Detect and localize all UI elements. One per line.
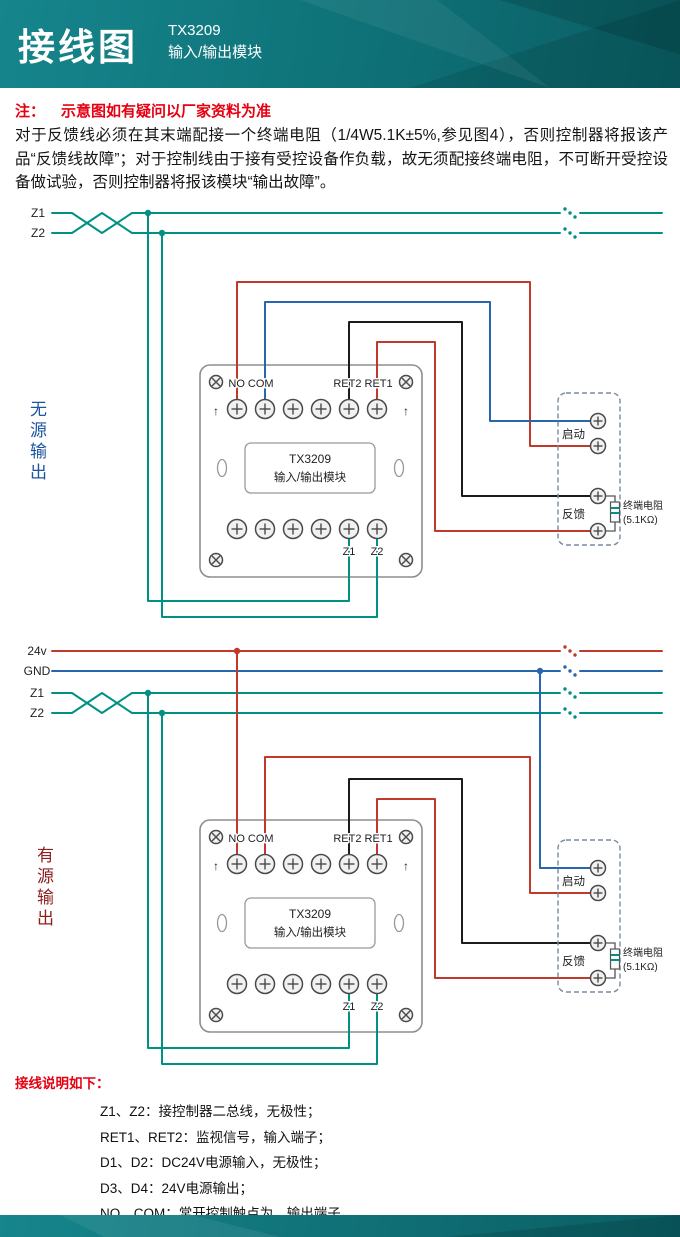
note-text: 示意图如有疑问以厂家资料为准 (61, 103, 272, 120)
device-connector: 启动 反馈 终端电阻 (5.1KΩ) (557, 839, 663, 993)
wire-ret2 (348, 321, 591, 497)
model-number: TX3209 (168, 22, 221, 39)
terminal-resistor (606, 495, 621, 532)
resistor-name-label: 终端电阻 (623, 499, 663, 512)
module-model-label: TX3209 (289, 907, 331, 921)
header-banner: 接线图 TX3209 输入/输出模块 (0, 0, 680, 88)
arrow-up-icon: ↑ (213, 859, 219, 873)
wiring-note-item: D1、D2：DC24V电源输入，无极性； (100, 1155, 327, 1170)
page-title: 接线图 (18, 27, 138, 68)
diagram-active-output: 24v GND Z1 Z2 (24, 644, 663, 1065)
resistor-value-label: (5.1KΩ) (623, 962, 658, 973)
io-module-terminals: NO COM RET2 RET1 Z1 Z2 (226, 832, 394, 1015)
mounting-hole (393, 913, 405, 933)
bus-line-z1 (51, 692, 663, 714)
bus-wires (147, 650, 591, 1065)
module-type-label: 输入/输出模块 (274, 470, 347, 484)
bus-label-24v: 24v (27, 644, 46, 658)
wire-ret2 (348, 778, 591, 944)
wire-com (264, 756, 591, 894)
wiring-notes-title: 接线说明如下： (15, 1076, 110, 1091)
control-wires (264, 756, 591, 979)
intro-paragraph: 对于反馈线必须在其末端配接一个终端电阻（1/4W5.1K±5%,参见图4），否则… (15, 127, 668, 191)
footer-bar (0, 1215, 680, 1237)
start-label: 启动 (562, 428, 585, 441)
terminal-label-no-com: NO COM (228, 833, 273, 845)
module-model-label: TX3209 (289, 452, 331, 466)
mounting-hole (216, 458, 228, 478)
bus-lines-active: 24v GND Z1 Z2 (24, 644, 663, 720)
terminal-label-ret: RET2 RET1 (333, 378, 392, 390)
bus-line-z1 (51, 212, 663, 234)
wiring-notes: 接线说明如下： Z1、Z2：接控制器二总线，无极性； RET1、RET2：监视信… (15, 1072, 670, 1227)
wire-ret1 (376, 341, 591, 532)
section-label-passive-output: 无源输出 (27, 400, 46, 484)
bus-label-gnd: GND (24, 664, 51, 678)
control-wires (236, 281, 591, 532)
line-break-marks (563, 207, 577, 239)
note-prefix: 注： (15, 103, 46, 120)
io-module-terminals: NO COM RET2 RET1 Z1 Z2 (226, 377, 394, 560)
bus-wires (147, 212, 378, 618)
wire-com (264, 301, 591, 422)
terminal-label-z1: Z1 (343, 546, 356, 558)
wiring-note-item: RET1、RET2：监视信号，输入端子； (100, 1129, 332, 1145)
mounting-hole (216, 913, 228, 933)
terminal-label-ret: RET2 RET1 (333, 833, 392, 845)
terminal-label-z2: Z2 (371, 546, 384, 558)
wire-z1 (147, 212, 350, 602)
start-label: 启动 (562, 875, 585, 888)
arrow-up-icon: ↑ (403, 859, 409, 873)
module-type-label: 输入/输出模块 (274, 925, 347, 939)
terminal-label-no-com: NO COM (228, 378, 273, 390)
footer-decoration (446, 1215, 680, 1237)
wire-z2 (161, 712, 378, 1065)
feedback-label: 反馈 (562, 955, 585, 968)
wire-gnd (539, 670, 591, 869)
mounting-hole (393, 458, 405, 478)
arrow-up-icon: ↑ (213, 404, 219, 418)
wiring-note-item: Z1、Z2：接控制器二总线，无极性； (100, 1104, 321, 1119)
diagram-passive-output: Z1 Z2 TX3209 输入/输出模块 (31, 206, 663, 618)
connector-screws (589, 859, 607, 987)
wire-z1 (147, 692, 350, 1049)
resistor-value-label: (5.1KΩ) (623, 515, 658, 526)
connector-screws (589, 412, 607, 540)
bus-label-z2: Z2 (31, 226, 45, 240)
feedback-label: 反馈 (562, 508, 585, 521)
bus-label-z1: Z1 (30, 686, 44, 700)
resistor-name-label: 终端电阻 (623, 946, 663, 959)
io-module-body: TX3209 输入/输出模块 ↑ ↑ (199, 819, 423, 1033)
arrow-up-icon: ↑ (403, 404, 409, 418)
io-module-body: TX3209 输入/输出模块 ↑ ↑ (199, 364, 423, 578)
wire-ret1 (376, 798, 591, 979)
terminal-label-z2: Z2 (371, 1001, 384, 1013)
bus-lines-passive: Z1 Z2 (31, 206, 663, 240)
line-break-marks (563, 645, 577, 719)
junction-dots (144, 647, 544, 717)
bus-label-z1: Z1 (31, 206, 45, 220)
module-type: 输入/输出模块 (168, 44, 263, 61)
header-subtitle: TX3209 输入/输出模块 (168, 20, 262, 64)
terminal-label-z1: Z1 (343, 1001, 356, 1013)
terminal-resistor (606, 942, 621, 979)
bus-line-z2 (51, 692, 663, 714)
bus-label-z2: Z2 (30, 706, 44, 720)
wire-z2 (161, 232, 378, 618)
bus-line-z2 (51, 212, 663, 234)
wire-no (236, 281, 591, 447)
warning-note: 注： 示意图如有疑问以厂家资料为准 (15, 100, 271, 121)
device-connector: 启动 反馈 终端电阻 (5.1KΩ) (557, 392, 663, 546)
wiring-note-item: D3、D4：24V电源输出； (100, 1180, 254, 1196)
section-label-active-output: 有源输出 (34, 846, 53, 930)
footer-decoration (60, 1215, 280, 1237)
